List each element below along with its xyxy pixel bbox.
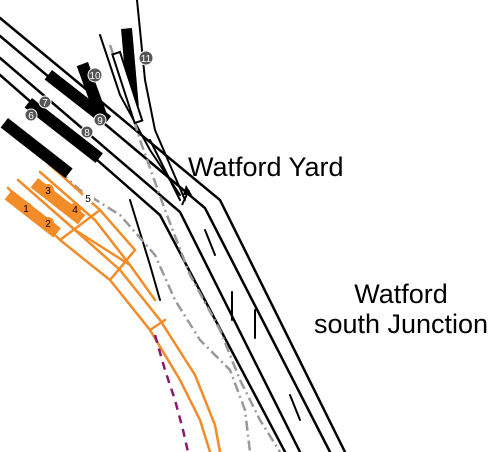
platform-number-7: 7 [42, 98, 48, 109]
main-line-3 [0, 56, 302, 452]
platform-number-2: 2 [45, 219, 51, 230]
platform-number-6: 6 [28, 111, 34, 122]
platform-block-6 [0, 117, 73, 178]
dc-cross-2 [73, 228, 132, 267]
platform-marker-8: 8 [80, 125, 94, 139]
watford-south-junction-line1: Watford [354, 279, 448, 309]
main-line-1 [0, 16, 347, 452]
platform-block-11 [121, 27, 139, 107]
dc-cross-4 [148, 318, 167, 332]
watford-south-junction-line2: south Junction [313, 309, 489, 339]
platform-block-10 [76, 62, 109, 123]
platform-marker-4: 4 [69, 203, 81, 216]
yard-line-c [149, 139, 181, 201]
crossover-4 [289, 394, 301, 421]
platform-marker-7: 7 [38, 95, 52, 109]
disused-lines [29, 44, 282, 452]
platform-marker-6: 6 [24, 108, 38, 122]
dc-cross-1 [58, 208, 102, 242]
platform-number-10: 10 [89, 71, 101, 82]
platform-blocks [0, 27, 139, 178]
platform-block-7 [24, 98, 103, 163]
platform-outline-9 [111, 50, 144, 125]
platform-numbers: 1 2 3 4 5 6 7 8 [20, 50, 154, 230]
dc-cross-3 [108, 248, 137, 282]
platform-number-9: 9 [97, 116, 103, 127]
platform-marker-3: 3 [42, 184, 54, 197]
main-line-4 [0, 73, 287, 452]
watford-yard-label: Watford Yard [188, 152, 344, 182]
platform-marker-9: 9 [93, 113, 107, 127]
platform-number-8: 8 [84, 128, 90, 139]
platform-number-1: 1 [23, 204, 29, 215]
platform-marker-10: 10 [87, 67, 103, 83]
yard-line-a [136, 0, 186, 201]
dc-line-1 [6, 186, 212, 452]
dc-line-3 [38, 170, 157, 302]
watford-south-junction-label: Watford south Junction [301, 279, 500, 339]
arrow-head-icon [183, 185, 192, 195]
platform-number-11: 11 [141, 54, 152, 65]
yard-arrow [181, 185, 192, 206]
platform-marker-1: 1 [20, 202, 32, 215]
platform-marker-2: 2 [42, 217, 54, 230]
branch-line-dashed [153, 334, 190, 452]
dc-lines [6, 163, 222, 452]
platform-number-5: 5 [85, 194, 91, 205]
platform-number-4: 4 [72, 205, 78, 216]
yard-line-d [129, 199, 161, 301]
platform-number-3: 3 [45, 186, 51, 197]
platform-marker-5: 5 [82, 192, 94, 205]
platform-marker-11: 11 [138, 50, 154, 66]
crossover-3 [204, 229, 216, 256]
